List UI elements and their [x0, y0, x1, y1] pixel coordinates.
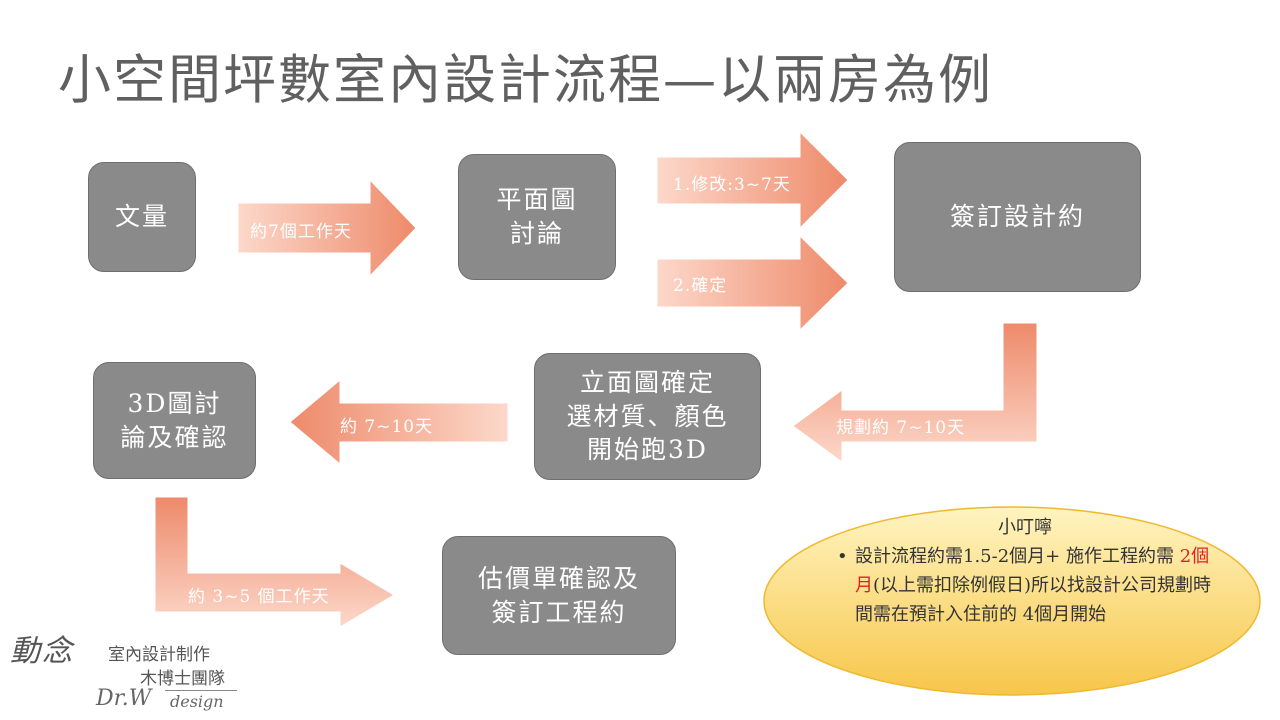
- arrow-label-confirm: 2.確定: [673, 276, 728, 296]
- arrow-revise: [656, 130, 849, 230]
- tip-text-part2: (以上需扣除例假日)所以找設計公司規劃時間需在預計入住前的 4個月開始: [855, 575, 1212, 625]
- arrow-3d-to-quote: [154, 496, 395, 628]
- tip-title: 小叮嚀: [998, 517, 1052, 538]
- logo-design: design: [170, 692, 224, 711]
- arrow-elevation-to-3d: [289, 378, 509, 466]
- tip-content: 小叮嚀 • 設計流程約需1.5-2個月+ 施作工程約需 2個月(以上需扣除例假日…: [835, 513, 1215, 629]
- tip-bullet: •: [837, 546, 848, 567]
- logo-tagline: 室內設計制作: [108, 645, 210, 665]
- box-quote-construction-contract: 估價單確認及 簽訂工程約: [442, 536, 676, 655]
- box-measure: 文量: [88, 162, 196, 272]
- box-floorplan-discussion: 平面圖 討論: [458, 154, 616, 280]
- arrow-label-3-5-days: 約 3~5 個工作天: [188, 587, 330, 607]
- box-3d-discussion: 3D圖討 論及確認: [93, 362, 256, 479]
- logo-drw: Dr.W: [96, 686, 152, 711]
- tip-highlight: 2個月: [855, 546, 1210, 596]
- logo-rule: [165, 690, 237, 691]
- arrow-contract-to-elevation: [792, 322, 1038, 463]
- arrow-confirm: [656, 234, 849, 332]
- logo-script: 動念: [10, 634, 74, 669]
- arrow-label-7-days: 約7個工作天: [250, 222, 352, 242]
- tip-ellipse: [763, 506, 1261, 696]
- logo-team: 木博士團隊: [140, 669, 225, 689]
- tip-text-part1: 設計流程約需1.5-2個月+ 施作工程約需: [855, 546, 1180, 567]
- page-title: 小空間坪數室內設計流程—以兩房為例: [58, 50, 993, 111]
- arrow-label-revise: 1.修改:3~7天: [673, 175, 791, 195]
- arrow-label-planning: 規劃約 7~10天: [836, 418, 966, 438]
- box-elevation-materials-3d: 立面圖確定 選材質、顏色 開始跑3D: [534, 353, 761, 480]
- arrow-label-7-10-days: 約 7~10天: [340, 417, 434, 437]
- tip-body: • 設計流程約需1.5-2個月+ 施作工程約需 2個月(以上需扣除例假日)所以找…: [835, 542, 1215, 629]
- box-sign-design-contract: 簽訂設計約: [894, 142, 1141, 292]
- arrow-measure-to-floorplan: [237, 178, 417, 278]
